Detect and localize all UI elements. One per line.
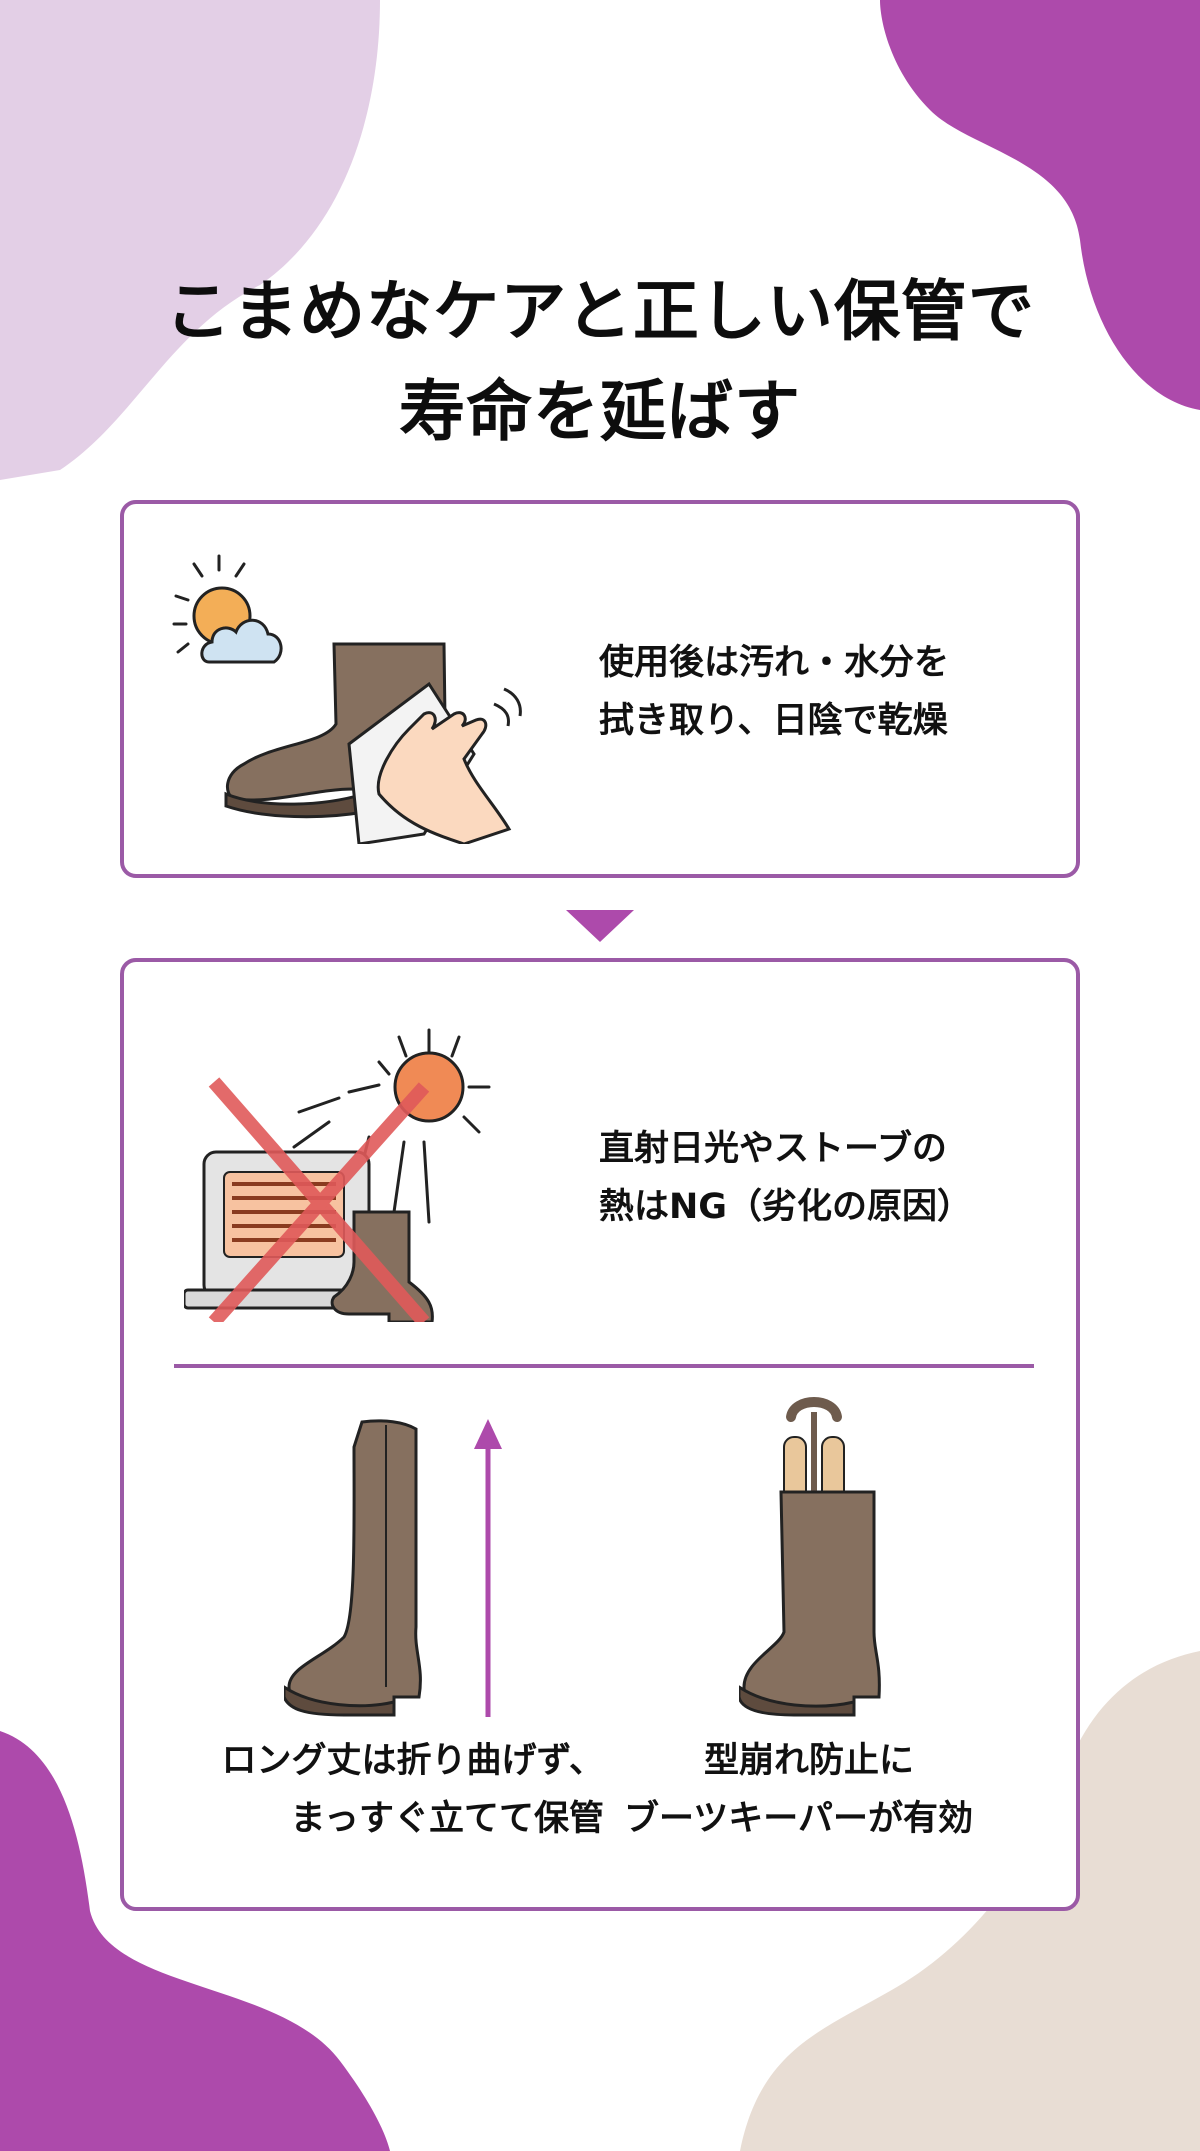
down-triangle-icon [566,910,634,942]
blob-bottom-right [740,1651,1200,2151]
boot-keeper-icon [739,1397,881,1717]
blob-bottom-left [0,1731,390,2151]
section-divider [174,1364,1034,1368]
blob-top-right [880,0,1200,410]
care-card: 使用後は汚れ・水分を 拭き取り、日陰で乾燥 [120,500,1080,878]
page-title: こまめなケアと正しい保管で 寿命を延ばす [0,262,1200,462]
title-line-1: こまめなケアと正しい保管で [165,273,1035,350]
heater-sun-ng-icon [184,1028,491,1322]
care-caption: 使用後は汚れ・水分を 拭き取り、日陰で乾燥 [599,643,950,741]
boot-wiping-icon [172,554,522,844]
upright-storage-caption: ロング丈は折り曲げず、 まっすぐ立てて保管 [221,1741,604,1839]
boot-keeper-caption: 型崩れ防止に ブーツキーパーが有効 [624,1741,973,1839]
storage-card: 直射日光やストーブの 熱はNG（劣化の原因） ロング丈は折り曲げず、 まっすぐ立… [120,958,1080,1911]
title-line-2: 寿命を延ばす [399,373,801,450]
blob-top-left [0,0,380,480]
upright-long-boot-icon [284,1419,502,1717]
heat-warning-caption: 直射日光やストーブの 熱はNG（劣化の原因） [599,1129,973,1227]
